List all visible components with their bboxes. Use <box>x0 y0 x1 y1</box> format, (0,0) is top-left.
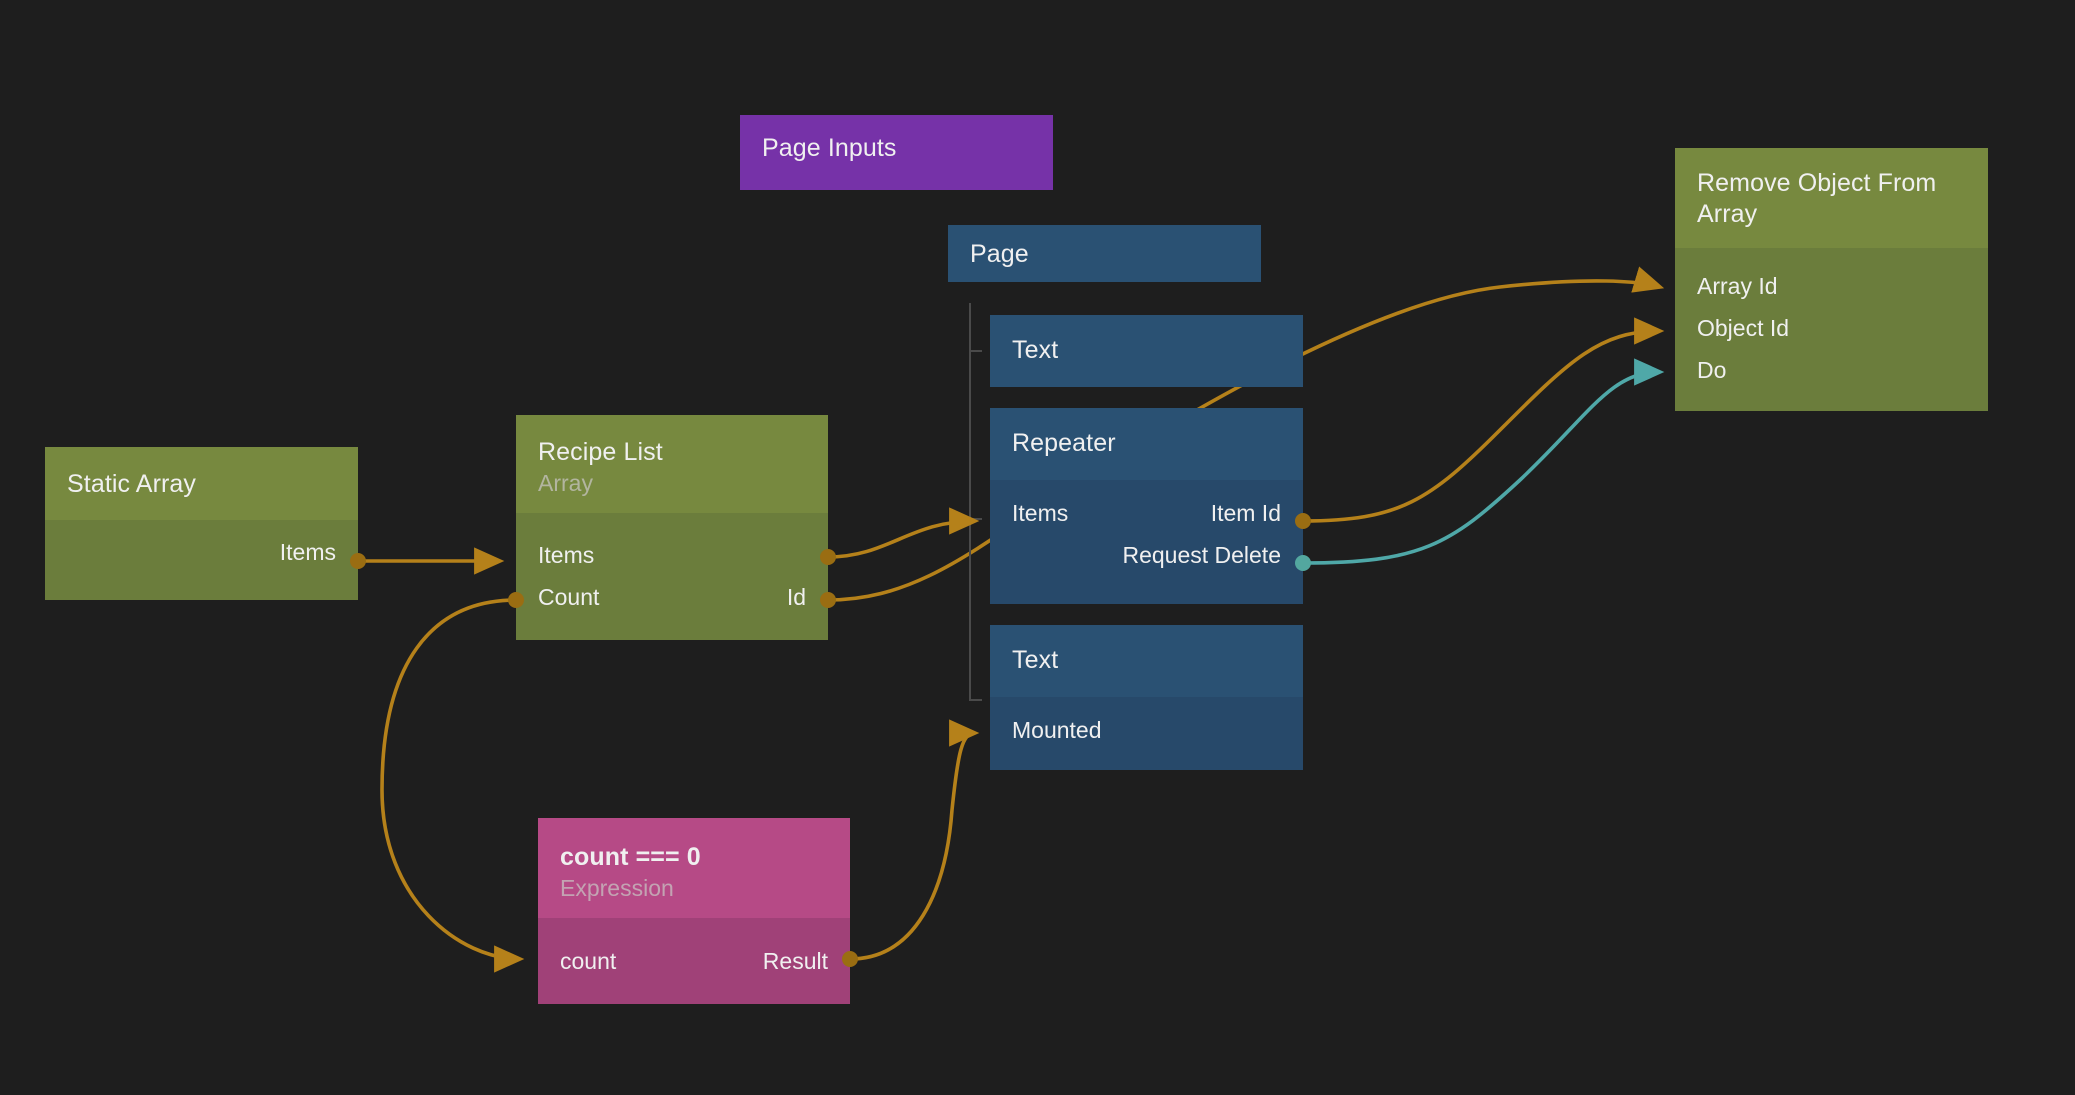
port-row-mounted[interactable]: Mounted <box>990 709 1303 751</box>
port-dot-recipe-list-id-out[interactable] <box>820 592 836 608</box>
node-text-top[interactable]: Text <box>990 315 1303 387</box>
node-recipe-list-body: Items Count Id <box>516 513 828 640</box>
node-expression-body: count Result <box>538 918 850 1004</box>
node-page-inputs[interactable]: Page Inputs <box>740 115 1053 190</box>
port-row-repeater-items[interactable]: Items Item Id <box>990 492 1303 534</box>
node-remove-object-header: Remove Object From Array <box>1675 148 1988 248</box>
node-repeater-title: Repeater <box>1012 429 1116 457</box>
node-expression[interactable]: count === 0 Expression count Result <box>538 818 850 1004</box>
tree-branch-repeater <box>969 518 982 520</box>
node-expression-subtitle: Expression <box>560 874 674 901</box>
port-label-recipe-id-out: Id <box>786 583 806 610</box>
node-static-array-header: Static Array <box>45 447 358 520</box>
port-row-do[interactable]: Do <box>1675 349 1988 391</box>
port-dot-static-array-items[interactable] <box>350 553 366 569</box>
node-text-bottom-body: Mounted <box>990 697 1303 770</box>
port-label-mounted-in: Mounted <box>1012 716 1102 743</box>
node-text-top-header: Text <box>990 315 1303 387</box>
node-text-bottom-header: Text <box>990 625 1303 697</box>
tree-trunk <box>969 303 971 701</box>
node-text-bottom-title: Text <box>1012 646 1059 674</box>
port-label-recipe-count-in: Count <box>538 583 600 610</box>
node-text-bottom[interactable]: Text Mounted <box>990 625 1303 770</box>
port-label-do-in: Do <box>1697 356 1727 383</box>
port-label-static-items-out: Items <box>279 538 336 565</box>
port-dot-repeater-request-delete-out[interactable] <box>1295 555 1311 571</box>
node-expression-header: count === 0 Expression <box>538 818 850 918</box>
node-page-inputs-title: Page Inputs <box>762 134 897 162</box>
port-label-request-delete-out: Request Delete <box>1122 541 1281 568</box>
node-expression-title: count === 0 <box>560 843 701 871</box>
port-label-object-id-in: Object Id <box>1697 314 1790 341</box>
port-label-expression-result-out: Result <box>762 947 828 974</box>
port-dot-recipe-list-items-out[interactable] <box>820 549 836 565</box>
node-repeater[interactable]: Repeater Items Item Id Request Delete <box>990 408 1303 604</box>
node-remove-object-from-array[interactable]: Remove Object From Array Array Id Object… <box>1675 148 1988 411</box>
port-label-expression-count-in: count <box>560 947 617 974</box>
port-row-object-id[interactable]: Object Id <box>1675 307 1988 349</box>
node-page[interactable]: Page <box>948 225 1261 282</box>
tree-branch-text-bottom <box>969 699 982 701</box>
tree-branch-text-top <box>969 350 982 352</box>
edge-expression-result-to-mounted <box>849 719 980 961</box>
node-page-inputs-header: Page Inputs <box>740 115 1053 190</box>
port-label-items-in: Items <box>1012 499 1069 526</box>
node-repeater-header: Repeater <box>990 408 1303 480</box>
node-static-array-title: Static Array <box>67 470 197 498</box>
node-text-top-title: Text <box>1012 336 1059 364</box>
node-remove-object-title: Remove Object From Array <box>1697 169 1937 228</box>
node-page-header: Page <box>948 225 1261 282</box>
port-label-array-id-in: Array Id <box>1697 272 1778 299</box>
node-recipe-list-subtitle: Array <box>538 469 593 496</box>
node-remove-object-body: Array Id Object Id Do <box>1675 248 1988 411</box>
node-recipe-list-title: Recipe List <box>538 438 663 466</box>
port-row-expression-count[interactable]: count Result <box>538 940 850 982</box>
port-dot-recipe-list-count-in[interactable] <box>508 592 524 608</box>
port-dot-repeater-item-id-out[interactable] <box>1295 513 1311 529</box>
node-repeater-body: Items Item Id Request Delete <box>990 480 1303 604</box>
port-dot-expression-result-out[interactable] <box>842 951 858 967</box>
edge-repeater-requestdelete-to-do <box>1302 358 1665 565</box>
port-row-recipe-count[interactable]: Count Id <box>516 576 828 618</box>
port-row-array-id[interactable]: Array Id <box>1675 265 1988 307</box>
edge-recipelist-count-to-expression-count <box>380 598 525 973</box>
port-row-repeater-request-delete[interactable]: Request Delete <box>990 534 1303 576</box>
port-row-static-array-items[interactable]: Items <box>45 531 358 573</box>
edge-recipelist-items-to-repeater-items <box>827 507 980 559</box>
edge-repeater-itemid-to-objectid <box>1302 317 1665 523</box>
node-page-title: Page <box>970 240 1029 268</box>
node-static-array-body: Items <box>45 520 358 600</box>
port-row-recipe-items[interactable]: Items <box>516 534 828 576</box>
node-recipe-list[interactable]: Recipe List Array Items Count Id <box>516 415 828 640</box>
node-static-array[interactable]: Static Array Items <box>45 447 358 600</box>
port-label-recipe-items-in: Items <box>538 541 595 568</box>
port-label-item-id-out: Item Id <box>1210 499 1281 526</box>
node-recipe-list-header: Recipe List Array <box>516 415 828 513</box>
